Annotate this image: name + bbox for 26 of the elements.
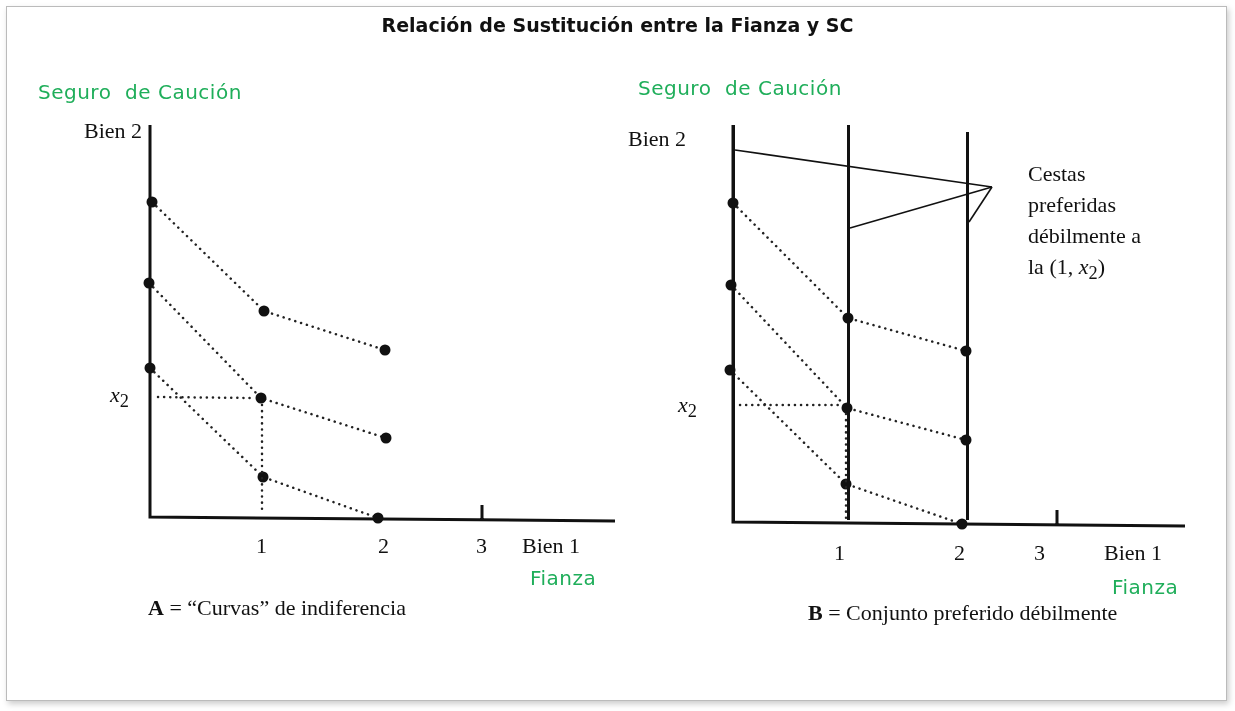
tick-label: 1 [834,540,845,567]
leader-line [968,186,993,223]
axis-title: Seguro de Caución [638,76,842,100]
axis-label: Bien 1 [522,533,581,560]
leader-line [849,186,993,229]
axis-label: Bien 1 [1104,540,1163,567]
tick-label: 2 [378,533,389,560]
axis-label: x$_{2}$ [678,392,697,424]
axis-title: Seguro de Caución [38,80,242,104]
tick-label: 3 [476,533,487,560]
axis-title: Fianza [1112,575,1179,599]
annotation-text: Cestas preferidas débilmente a la (1, x$_{2}$) [1028,161,1141,279]
axis-label: x$_{2}$ [110,382,129,414]
panel-caption: A = “Curvas” de indiferencia [148,595,406,622]
vertical-line [966,132,969,520]
axis-label: Bien 2 [84,118,143,145]
vertical-line [732,125,735,522]
tick-label: 1 [256,533,267,560]
tick-label: 2 [954,540,965,567]
leader-line [734,149,993,188]
diagram-title: Relación de Sustitución entre la Fianza y SC [380,14,855,36]
vertical-line [847,125,850,520]
panel-caption: B = Conjunto preferido débilmente [808,600,1118,627]
axis-label: Bien 2 [628,126,687,153]
axis-title: Fianza [530,566,597,590]
tick-label: 3 [1034,540,1045,567]
